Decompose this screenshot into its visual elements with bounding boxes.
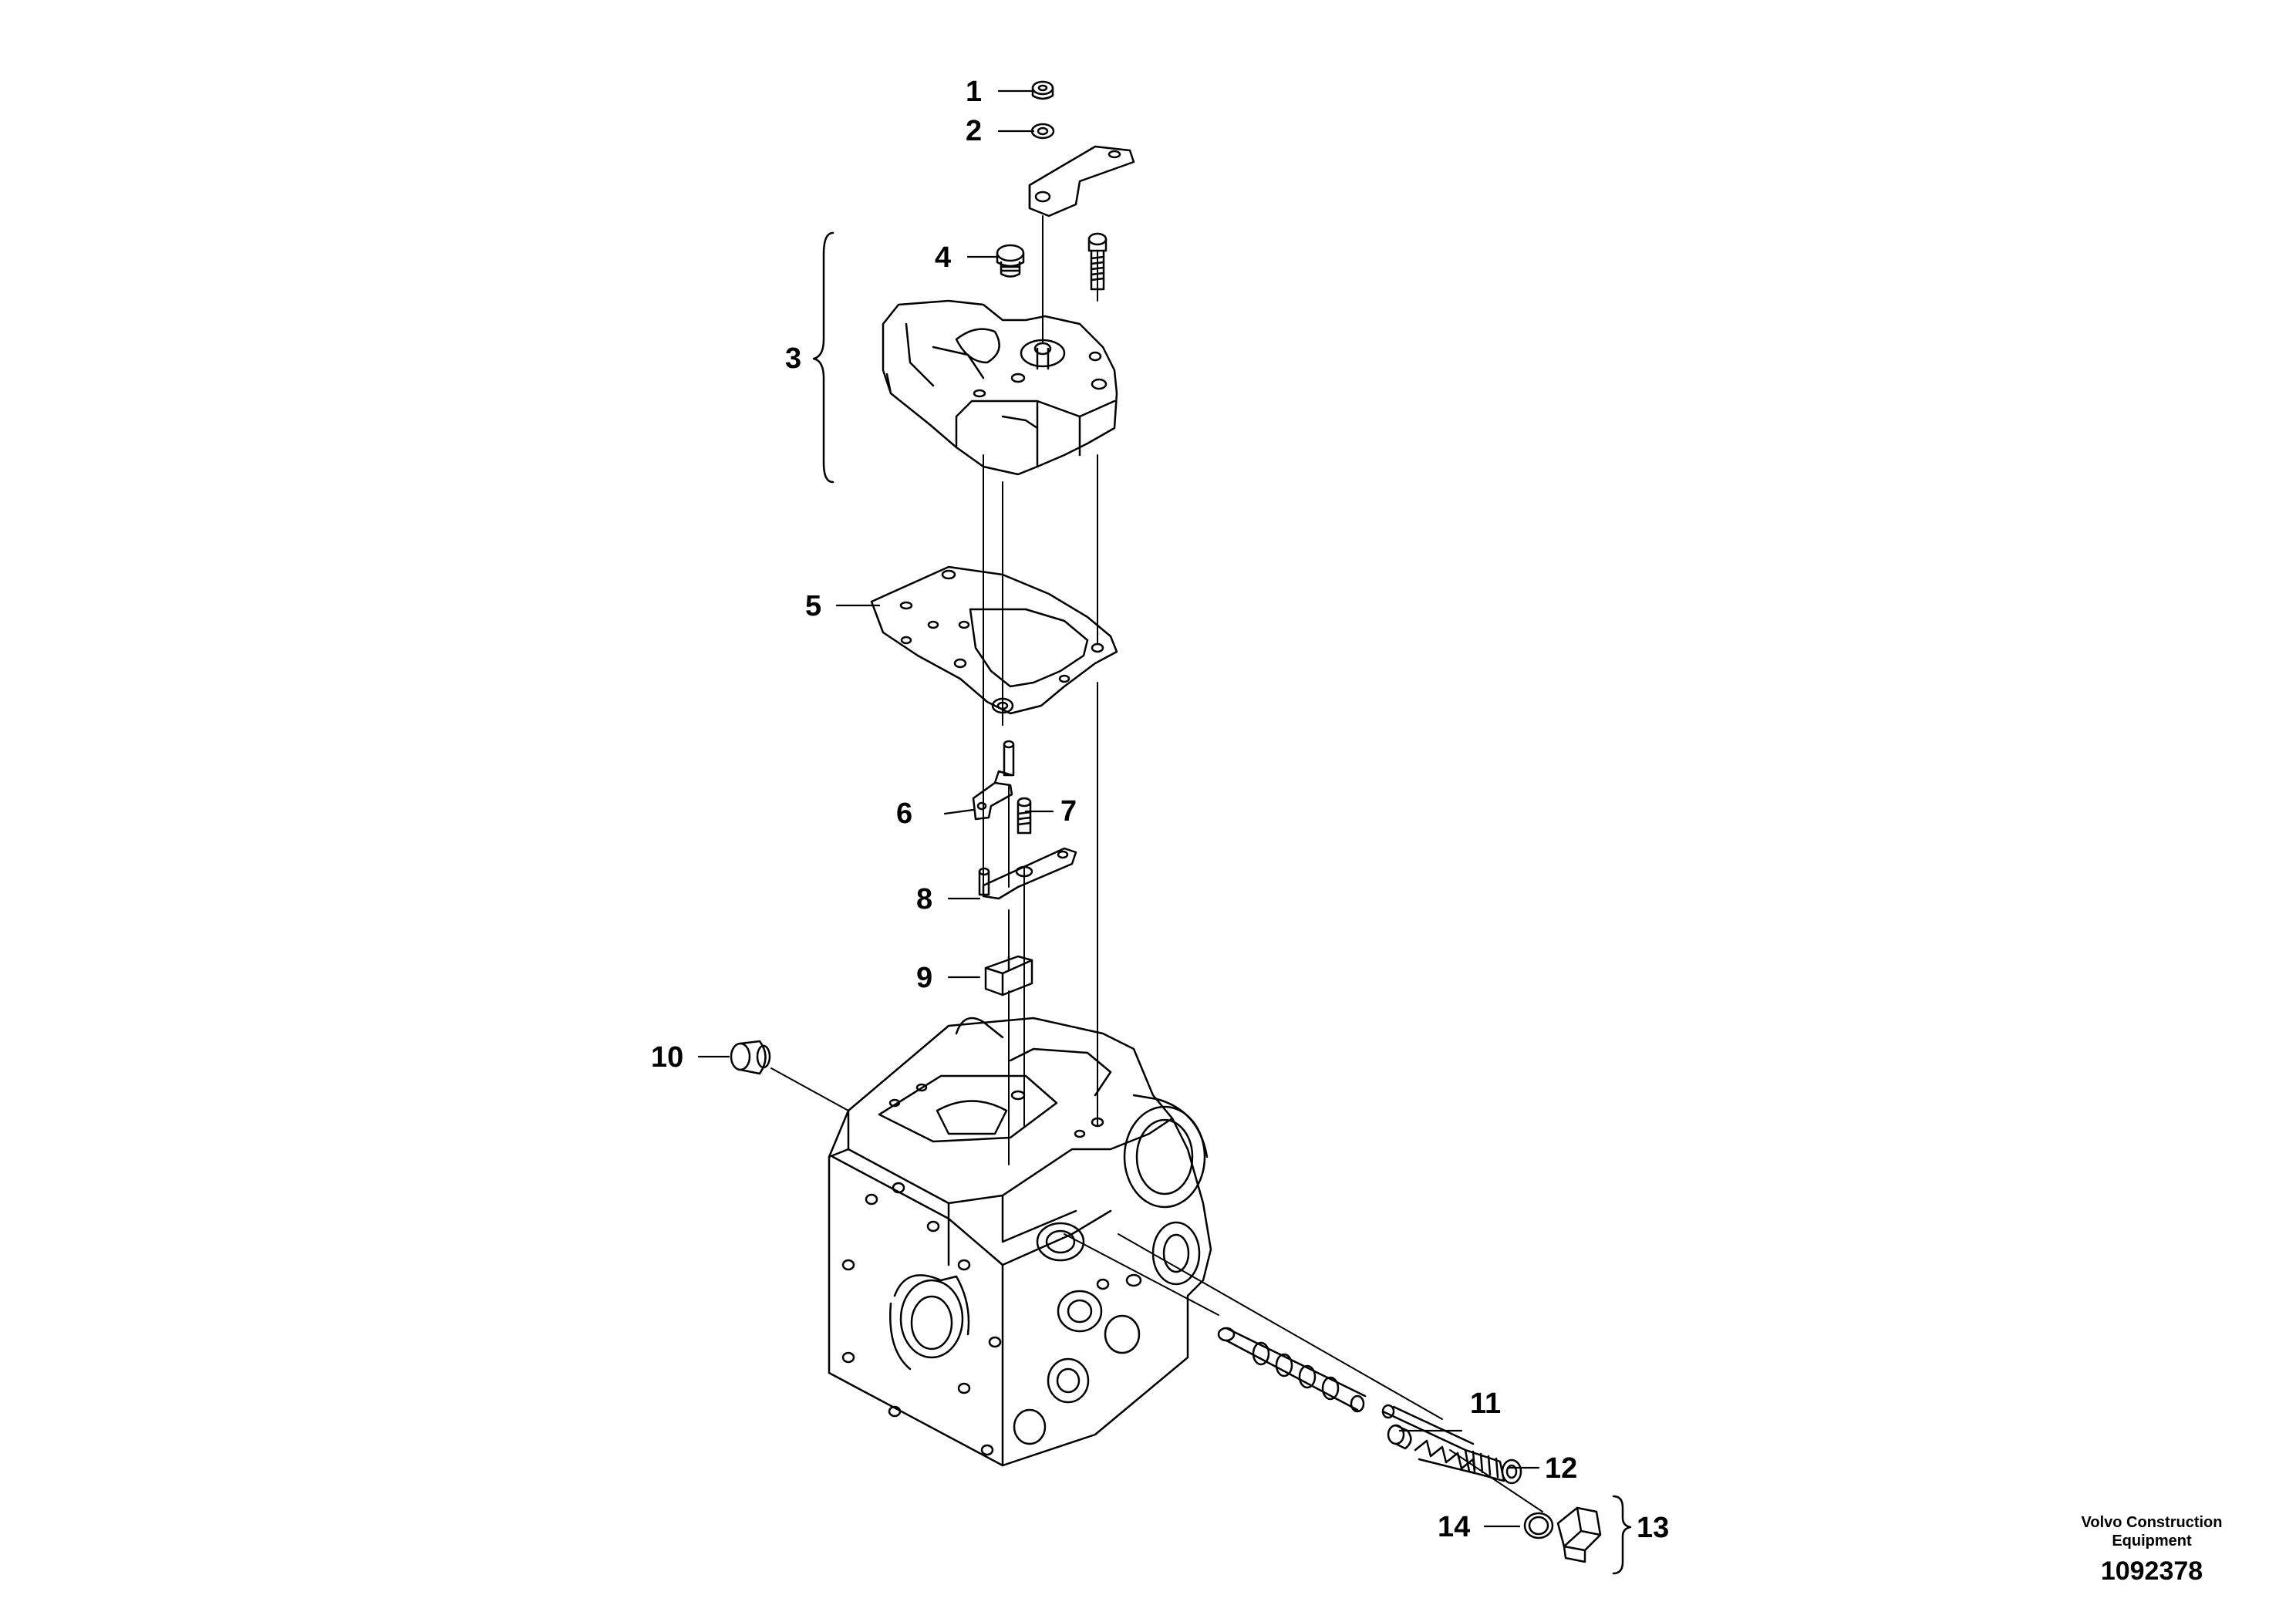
- bracket-item-3: [812, 231, 834, 484]
- lever-bracket: [1028, 145, 1135, 218]
- manufacturer-name: Volvo Construction: [2081, 1514, 2223, 1531]
- callout-11: 11: [1470, 1388, 1502, 1420]
- collar: [1387, 1424, 1412, 1450]
- item-11-part: [1381, 1404, 1475, 1452]
- callout-2: 2: [966, 115, 983, 147]
- callout-12: 12: [1545, 1452, 1578, 1485]
- item-13-plug: [1556, 1506, 1602, 1563]
- leader-lines: [697, 89, 1540, 1528]
- callout-3: 3: [785, 342, 802, 375]
- manufacturer-name-line2: Equipment: [2112, 1533, 2192, 1549]
- item-5-gasket: [870, 565, 1118, 715]
- callout-6: 6: [896, 798, 913, 830]
- callout-14: 14: [1438, 1511, 1471, 1543]
- valve-body: [828, 1017, 1212, 1467]
- callout-4: 4: [935, 241, 952, 274]
- item-7-pin: [1017, 797, 1032, 835]
- spool: [1217, 1327, 1367, 1413]
- callout-7: 7: [1060, 795, 1077, 828]
- spring: [1414, 1439, 1476, 1475]
- assembly-axis-lines: [770, 215, 1543, 1512]
- callout-5: 5: [805, 590, 822, 622]
- item-12-adjust-screw: [1464, 1448, 1522, 1485]
- credit-block: Volvo Construction Equipment 1092378: [2075, 1513, 2229, 1586]
- item-4-plug: [996, 244, 1025, 278]
- item-1-nut: [1031, 80, 1054, 100]
- screw-upper: [1087, 232, 1108, 291]
- callout-10: 10: [651, 1041, 684, 1074]
- item-10-plug: [730, 1040, 771, 1075]
- item-3-control-housing: [882, 299, 1118, 476]
- pin-upper: [1003, 740, 1015, 777]
- bracket-item-13: [1612, 1495, 1632, 1575]
- item-2-washer: [1030, 123, 1055, 140]
- callout-13: 13: [1637, 1512, 1670, 1544]
- item-14-o-ring: [1523, 1512, 1554, 1539]
- item-8-lever: [978, 847, 1077, 900]
- item-9-block: [984, 955, 1033, 996]
- item-6-link: [972, 770, 1013, 821]
- callout-8: 8: [916, 883, 933, 916]
- figure-number: 1092378: [2100, 1556, 2203, 1586]
- callout-9: 9: [916, 962, 933, 994]
- callout-1: 1: [966, 76, 983, 108]
